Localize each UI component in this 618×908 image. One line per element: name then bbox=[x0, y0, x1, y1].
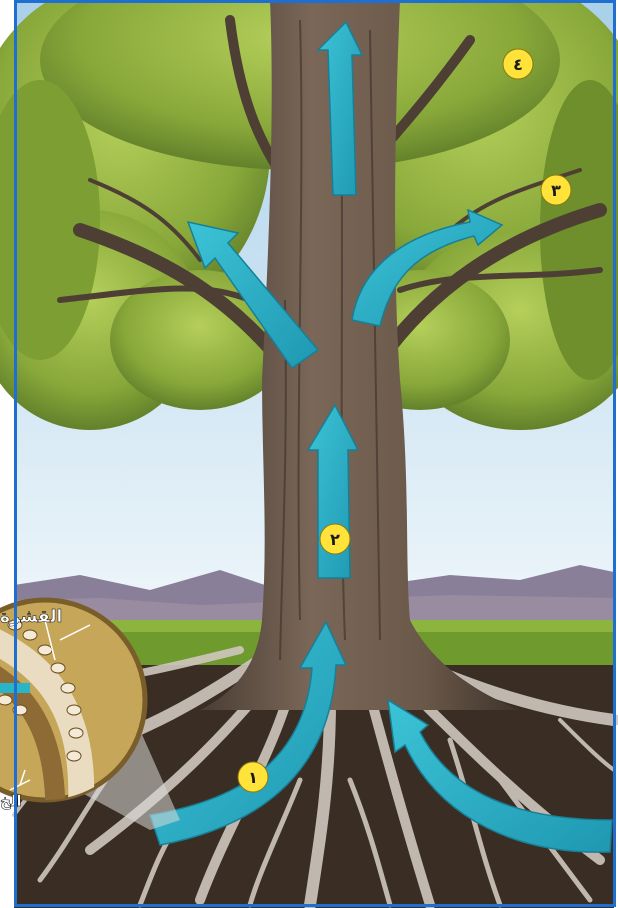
marker-3-label: ٣ bbox=[551, 181, 561, 200]
inset-label-xylem: الخ bbox=[0, 792, 22, 810]
marker-4: ٤ bbox=[503, 49, 533, 79]
marker-1: ١ bbox=[238, 762, 268, 792]
marker-1-label: ١ bbox=[248, 768, 258, 787]
marker-2: ٢ bbox=[320, 524, 350, 554]
inset-label-bark: القشرة bbox=[0, 607, 62, 627]
marker-3: ٣ bbox=[541, 175, 571, 205]
marker-4-label: ٤ bbox=[513, 55, 523, 74]
marker-2-label: ٢ bbox=[330, 530, 340, 549]
